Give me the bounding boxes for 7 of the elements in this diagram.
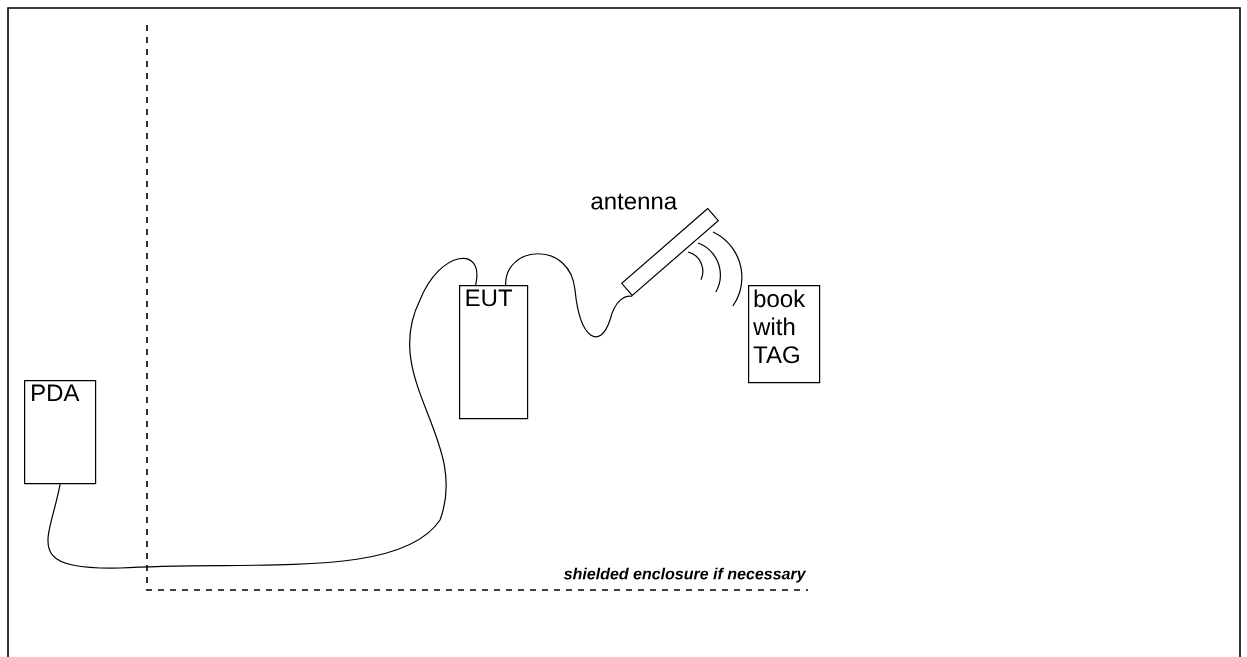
cable (505, 253, 633, 338)
node-label: antenna (591, 193, 678, 210)
device-box: EUT (459, 285, 529, 420)
enclosure-label: shielded enclosure if necessary (563, 567, 807, 583)
cable (47, 257, 478, 569)
device-box: PDA (24, 380, 97, 485)
device-box: book with TAG (748, 285, 821, 384)
